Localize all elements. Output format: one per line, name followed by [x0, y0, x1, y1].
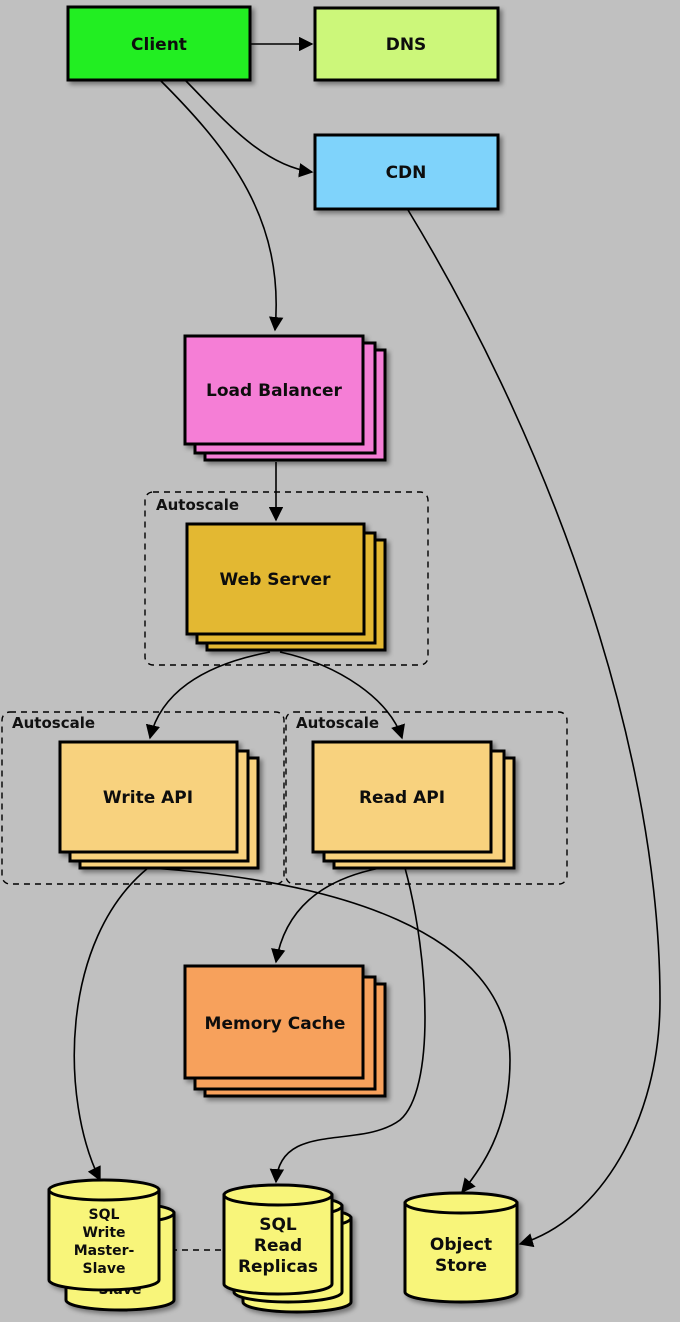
object-store-label-line-1: Object	[430, 1235, 492, 1255]
sql-write-label-line-1: SQL	[89, 1207, 120, 1223]
object-store-label-line-2: Store	[435, 1256, 487, 1276]
autoscale-group-read: Autoscale	[285, 711, 568, 885]
node-sql-read[interactable]: SQL Read Replicas	[222, 1183, 353, 1314]
sql-write-label-line-3: Master-	[74, 1243, 135, 1259]
node-load-balancer[interactable]: Load Balancer	[183, 334, 387, 462]
edge-web-server-read-api	[279, 651, 405, 740]
node-read-api[interactable]: Read API	[311, 740, 516, 870]
autoscale-label-web: Autoscale	[156, 496, 239, 514]
dns-box	[313, 6, 500, 82]
node-write-api[interactable]: Write API	[58, 740, 260, 870]
autoscale-group-write: Autoscale	[1, 711, 285, 885]
sql-read-label-line-1: SQL	[259, 1215, 297, 1235]
cdn-box	[313, 133, 500, 211]
autoscale-group-web: Autoscale	[144, 491, 429, 666]
edge-client-load-balancer	[159, 79, 284, 332]
load-balancer-label: Load Balancer	[206, 381, 343, 401]
node-web-server[interactable]: Web Server	[185, 522, 387, 652]
memory-cache-label: Memory Cache	[205, 1014, 346, 1034]
web-server-box	[185, 522, 366, 636]
node-object-store[interactable]: Object Store	[403, 1191, 519, 1304]
edge-client-cdn	[184, 79, 314, 178]
autoscale-label-write: Autoscale	[12, 714, 95, 732]
read-api-label: Read API	[359, 788, 445, 808]
write-api-box	[58, 740, 239, 854]
web-server-label: Web Server	[220, 570, 332, 590]
edge-write-api-object-store	[149, 867, 511, 1194]
edge-cdn-object-store	[407, 209, 661, 1248]
load-balancer-box	[183, 334, 365, 446]
node-sql-write[interactable]: Slave SQL Write Master- Slave	[47, 1178, 176, 1312]
node-cdn[interactable]: CDN	[313, 133, 500, 211]
node-client[interactable]: Client	[66, 5, 252, 82]
sql-read-front-cylinder: SQL Read Replicas	[222, 1183, 334, 1296]
edge-read-api-sql-read	[269, 867, 426, 1184]
dns-label: DNS	[386, 35, 427, 55]
node-dns[interactable]: DNS	[313, 6, 500, 82]
memory-cache-box	[183, 964, 365, 1080]
edge-write-api-sql-write	[73, 867, 149, 1182]
client-box	[66, 5, 252, 82]
sql-read-label-line-3: Replicas	[238, 1257, 318, 1277]
node-memory-cache[interactable]: Memory Cache	[183, 964, 387, 1098]
sql-read-label-line-2: Read	[254, 1236, 302, 1256]
client-label: Client	[131, 35, 187, 55]
sql-write-front-cylinder: SQL Write Master- Slave	[47, 1178, 161, 1292]
write-api-label: Write API	[103, 788, 193, 808]
autoscale-label-read: Autoscale	[296, 714, 379, 732]
edge-web-server-write-api	[145, 651, 271, 740]
read-api-box	[311, 740, 493, 854]
sql-write-label-line-4: Slave	[83, 1261, 126, 1277]
edges	[73, 36, 661, 1251]
sql-write-label-line-2: Write	[82, 1225, 125, 1241]
cdn-label: CDN	[386, 163, 427, 183]
edge-read-api-memory-cache	[271, 867, 381, 964]
